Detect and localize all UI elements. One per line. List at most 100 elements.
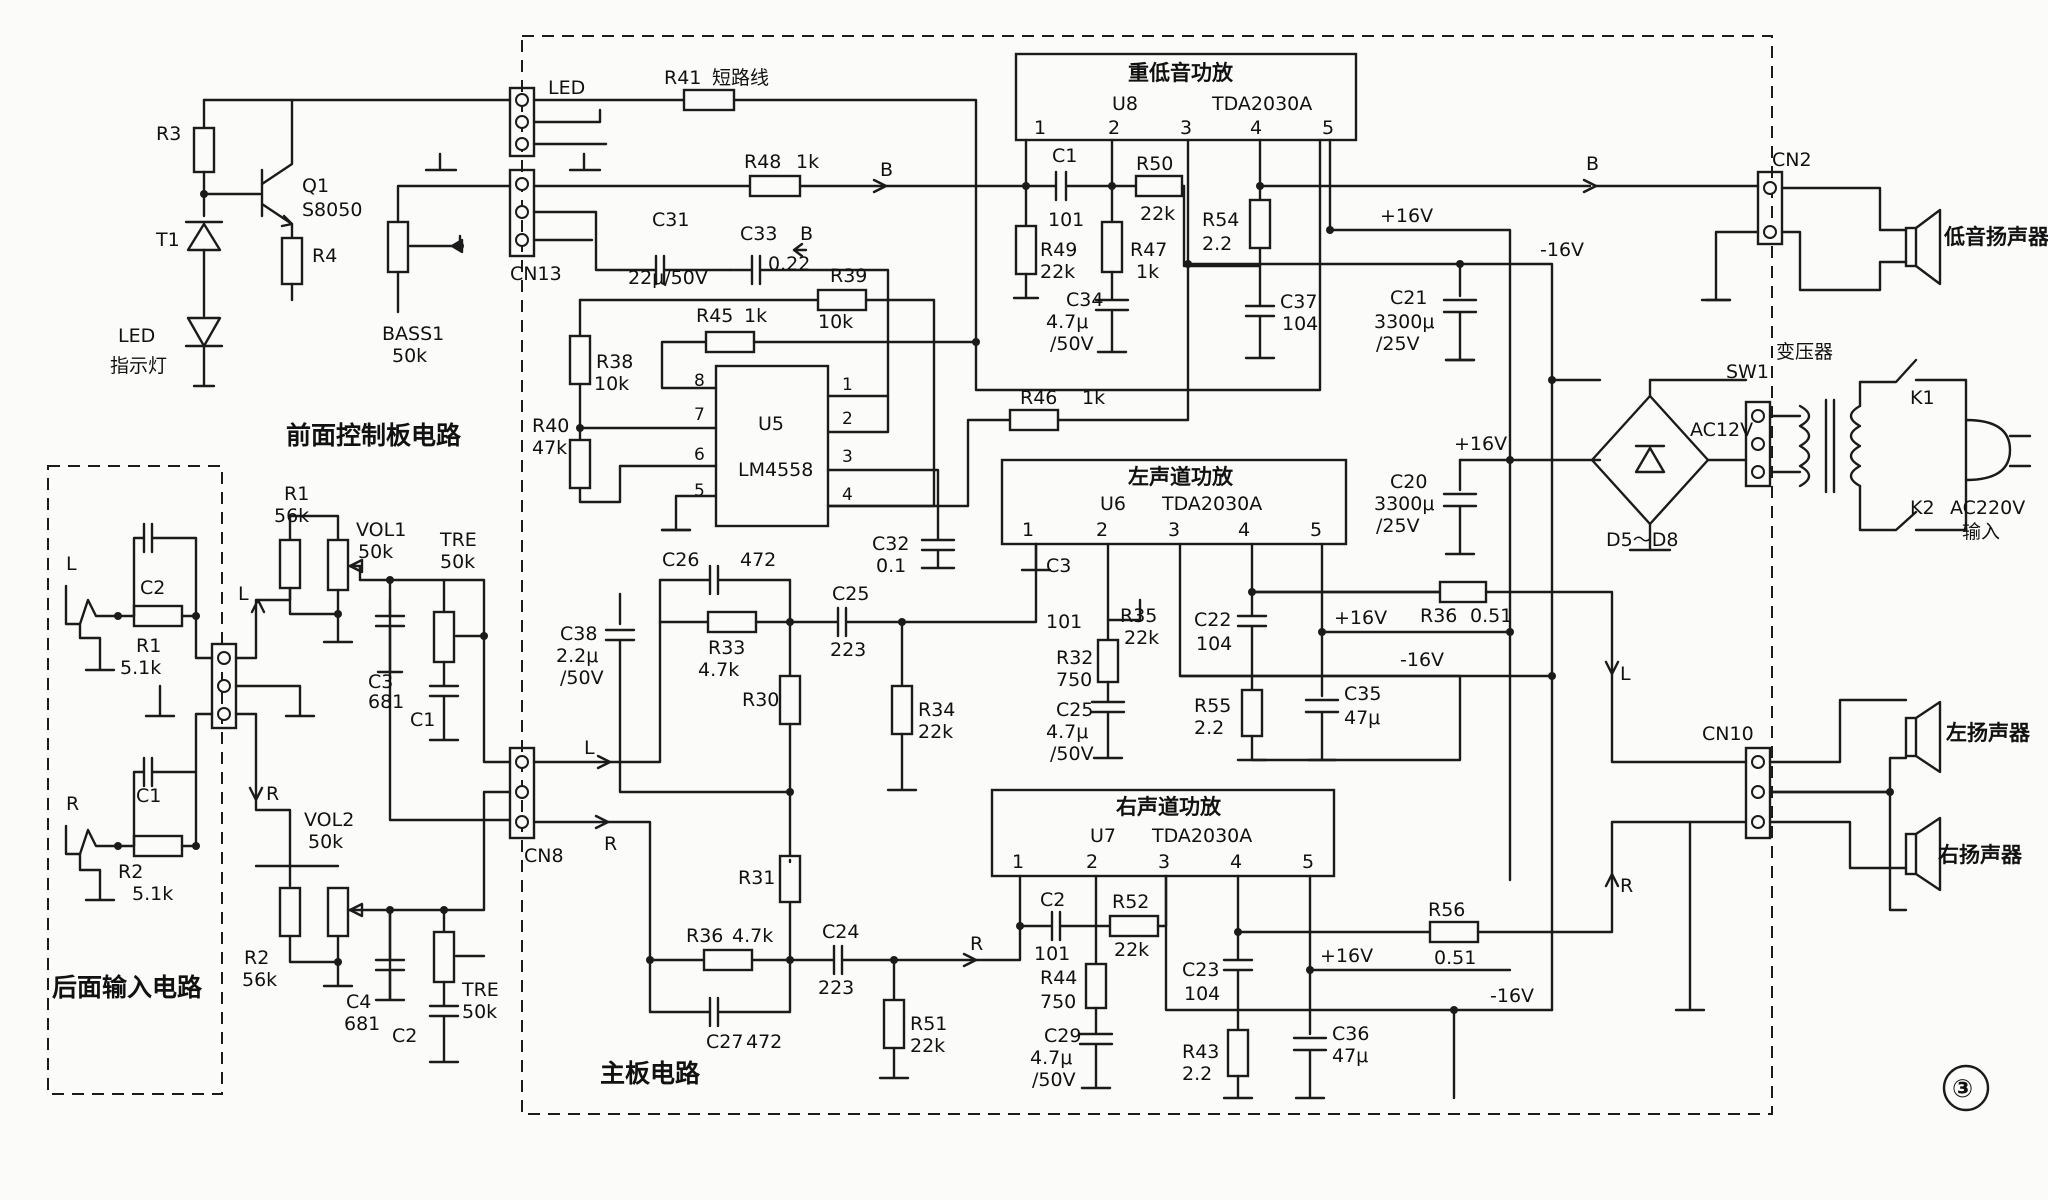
svg-text:4.7μ: 4.7μ — [1030, 1047, 1072, 1069]
svg-text:1k: 1k — [1082, 387, 1105, 409]
svg-text:R1: R1 — [284, 483, 309, 505]
svg-text:C32: C32 — [872, 533, 909, 555]
svg-text:10k: 10k — [594, 373, 629, 395]
svg-text:C4: C4 — [346, 991, 371, 1013]
figure-number: ③ — [1952, 1074, 1973, 1103]
svg-text:50k: 50k — [392, 345, 427, 367]
svg-text:R39: R39 — [830, 265, 867, 287]
svg-text:R52: R52 — [1112, 891, 1149, 913]
svg-text:5: 5 — [1310, 519, 1322, 541]
svg-text:/25V: /25V — [1376, 333, 1420, 355]
left-speaker: 左扬声器 — [1768, 698, 2031, 794]
svg-text:50k: 50k — [462, 1001, 497, 1023]
svg-text:R40: R40 — [532, 415, 569, 437]
svg-text:指示灯: 指示灯 — [110, 355, 167, 377]
svg-text:R43: R43 — [1182, 1041, 1219, 1063]
svg-text:S8050: S8050 — [302, 199, 362, 221]
svg-text:5: 5 — [1302, 851, 1314, 873]
svg-text:Q1: Q1 — [302, 175, 329, 197]
svg-text:22k: 22k — [1124, 627, 1159, 649]
svg-text:R48: R48 — [744, 151, 781, 173]
svg-text:R3: R3 — [156, 123, 181, 145]
svg-text:50k: 50k — [308, 831, 343, 853]
svg-text:R2: R2 — [118, 861, 143, 883]
svg-text:50k: 50k — [440, 551, 475, 573]
svg-text:R34: R34 — [918, 699, 955, 721]
svg-text:4.7k: 4.7k — [732, 925, 773, 947]
svg-text:/50V: /50V — [560, 667, 604, 689]
svg-text:SW1: SW1 — [1726, 361, 1769, 383]
svg-text:C2: C2 — [1040, 889, 1065, 911]
svg-text:R4: R4 — [312, 245, 337, 267]
svg-text:R46: R46 — [1020, 387, 1057, 409]
svg-text:22μ/50V: 22μ/50V — [628, 267, 708, 289]
svg-text:TDA2030A: TDA2030A — [1211, 93, 1312, 115]
rear-input-outline — [47, 465, 223, 1095]
svg-text:低音扬声器: 低音扬声器 — [1943, 225, 2048, 249]
svg-text:0.51: 0.51 — [1434, 947, 1476, 969]
svg-text:2.2: 2.2 — [1194, 717, 1224, 739]
svg-text:56k: 56k — [274, 505, 309, 527]
svg-text:5: 5 — [1322, 117, 1334, 139]
svg-text:右扬声器: 右扬声器 — [1938, 843, 2023, 867]
svg-text:C24: C24 — [822, 921, 859, 943]
svg-text:472: 472 — [740, 549, 776, 571]
svg-text:R51: R51 — [910, 1013, 947, 1035]
svg-text:C22: C22 — [1194, 609, 1231, 631]
svg-text:CN10: CN10 — [1702, 723, 1754, 745]
svg-text:4: 4 — [1238, 519, 1250, 541]
svg-text:C23: C23 — [1182, 959, 1219, 981]
svg-text:B: B — [1586, 153, 1599, 175]
cn2-connector: CN2 — [1756, 149, 1812, 246]
svg-text:681: 681 — [368, 691, 404, 713]
svg-text:TDA2030A: TDA2030A — [1151, 825, 1252, 847]
bass-channel-circuit: R41 短路线 R48 1k B C1 101 R50 22k R49 22k … — [532, 67, 1760, 1012]
svg-text:6: 6 — [694, 445, 705, 465]
svg-text:2: 2 — [1086, 851, 1098, 873]
rear-input-circuit: L R1 5.1k C2 R R2 5.1k C1 — [64, 522, 214, 905]
svg-text:VOL2: VOL2 — [304, 809, 354, 831]
svg-text:1: 1 — [1034, 117, 1046, 139]
svg-text:R56: R56 — [1428, 899, 1465, 921]
svg-text:变压器: 变压器 — [1776, 341, 1833, 363]
svg-text:R31: R31 — [738, 867, 775, 889]
svg-text:3: 3 — [1180, 117, 1192, 139]
main-board-outline — [521, 35, 1773, 1115]
svg-text:C21: C21 — [1390, 287, 1427, 309]
svg-text:D5～D8: D5～D8 — [1606, 529, 1678, 551]
tone-opamp-network: C31 22μ/50V C33 0.22 B R39 10k R45 1k R3… — [532, 209, 1190, 577]
svg-text:/50V: /50V — [1050, 743, 1094, 765]
svg-text:0.51: 0.51 — [1470, 605, 1512, 627]
svg-text:短路线: 短路线 — [712, 67, 769, 89]
svg-text:C3: C3 — [1046, 555, 1071, 577]
svg-text:CN8: CN8 — [524, 845, 564, 867]
svg-text:22k: 22k — [1114, 939, 1149, 961]
svg-text:0.1: 0.1 — [876, 555, 906, 577]
svg-text:8: 8 — [694, 371, 705, 391]
svg-text:+16V: +16V — [1334, 607, 1387, 629]
svg-text:3: 3 — [842, 447, 853, 467]
svg-text:750: 750 — [1056, 669, 1092, 691]
svg-text:R55: R55 — [1194, 695, 1231, 717]
svg-text:C27: C27 — [706, 1031, 743, 1053]
svg-text:右声道功放: 右声道功放 — [1116, 795, 1222, 819]
svg-text:R35: R35 — [1120, 605, 1157, 627]
svg-text:R30: R30 — [742, 689, 779, 711]
svg-text:3: 3 — [1158, 851, 1170, 873]
svg-text:R44: R44 — [1040, 967, 1077, 989]
svg-text:C1: C1 — [410, 709, 435, 731]
svg-text:U6: U6 — [1100, 493, 1126, 515]
svg-text:R: R — [266, 783, 279, 805]
svg-text:101: 101 — [1034, 943, 1070, 965]
svg-text:CN13: CN13 — [510, 263, 562, 285]
ground-symbols — [660, 298, 1732, 1012]
left-amplifier-u6: 左声道功放 U6 TDA2030A 1 2 3 4 5 — [1000, 458, 1348, 546]
svg-text:-16V: -16V — [1540, 239, 1584, 261]
rear-input-label: 后面输入电路 — [52, 973, 203, 1002]
svg-text:5.1k: 5.1k — [120, 657, 161, 679]
svg-text:C33: C33 — [740, 223, 777, 245]
svg-text:C38: C38 — [560, 623, 597, 645]
svg-text:L: L — [584, 737, 595, 759]
svg-text:1: 1 — [1012, 851, 1024, 873]
svg-text:AC12V: AC12V — [1690, 419, 1753, 441]
